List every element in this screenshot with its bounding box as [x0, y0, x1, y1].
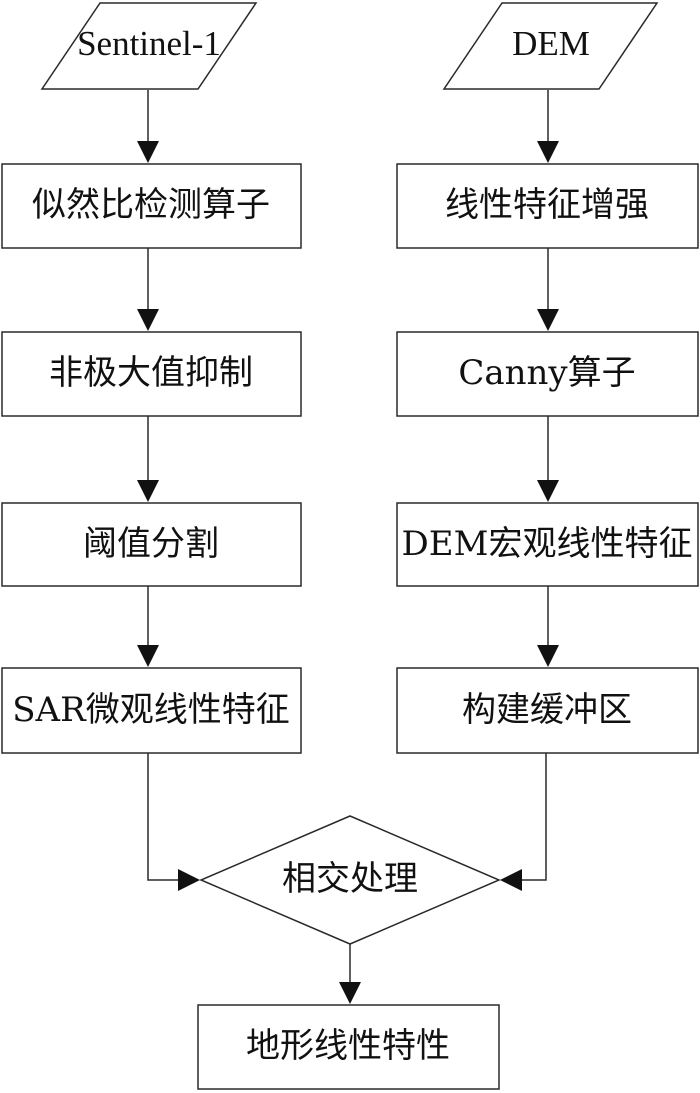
arrowhead-dem-macro — [537, 480, 559, 502]
right-branch: DEM 线性特征增强 Canny算子 DEM宏观线性特征 构建缓冲区 — [396, 2, 699, 754]
arrowhead-decision-left — [178, 869, 200, 891]
arrowhead-sar — [137, 645, 159, 667]
arrowhead-enhance — [537, 141, 559, 163]
step-threshold: 阈值分割 — [1, 502, 302, 587]
input-dem: DEM — [442, 2, 659, 90]
step-canny: Canny算子 — [396, 331, 699, 417]
step-dem-macro-label: DEM宏观线性特征 — [402, 524, 693, 564]
step-likelihood-ratio-label: 似然比检测算子 — [32, 185, 270, 225]
arrowhead-likelihood — [137, 141, 159, 163]
step-buffer: 构建缓冲区 — [396, 667, 699, 754]
step-nms: 非极大值抑制 — [1, 331, 302, 417]
arrowhead-nms — [137, 309, 159, 331]
arrowhead-threshold — [137, 480, 159, 502]
edge-sar-to-decision — [147, 753, 189, 881]
arrowhead-output — [339, 982, 361, 1004]
step-sar-features: SAR微观线性特征 — [1, 667, 302, 754]
step-linear-enhance-label: 线性特征增强 — [445, 185, 649, 225]
connectors — [137, 90, 559, 1004]
step-likelihood-ratio: 似然比检测算子 — [1, 163, 302, 249]
left-branch: Sentinel-1 似然比检测算子 非极大值抑制 阈值分割 SAR微观线性特征 — [1, 2, 302, 754]
decision-intersection-label: 相交处理 — [282, 859, 418, 899]
input-dem-label: DEM — [512, 24, 590, 63]
output-terrain: 地形线性特性 — [197, 1004, 500, 1090]
step-dem-macro: DEM宏观线性特征 — [396, 502, 699, 587]
decision-intersection: 相交处理 — [199, 815, 501, 945]
step-linear-enhance: 线性特征增强 — [396, 163, 699, 249]
step-canny-label: Canny算子 — [458, 353, 635, 393]
arrowhead-decision-right — [500, 869, 522, 891]
step-sar-features-label: SAR微观线性特征 — [12, 690, 289, 730]
step-buffer-label: 构建缓冲区 — [462, 690, 632, 730]
arrowhead-canny — [537, 309, 559, 331]
edge-buffer-to-decision — [511, 753, 547, 881]
input-sentinel-1-label: Sentinel-1 — [77, 24, 221, 63]
arrowhead-buffer — [537, 645, 559, 667]
output-terrain-label: 地形线性特性 — [246, 1026, 450, 1066]
input-sentinel-1: Sentinel-1 — [40, 2, 258, 90]
step-nms-label: 非极大值抑制 — [49, 353, 253, 393]
step-threshold-label: 阈值分割 — [83, 524, 219, 564]
